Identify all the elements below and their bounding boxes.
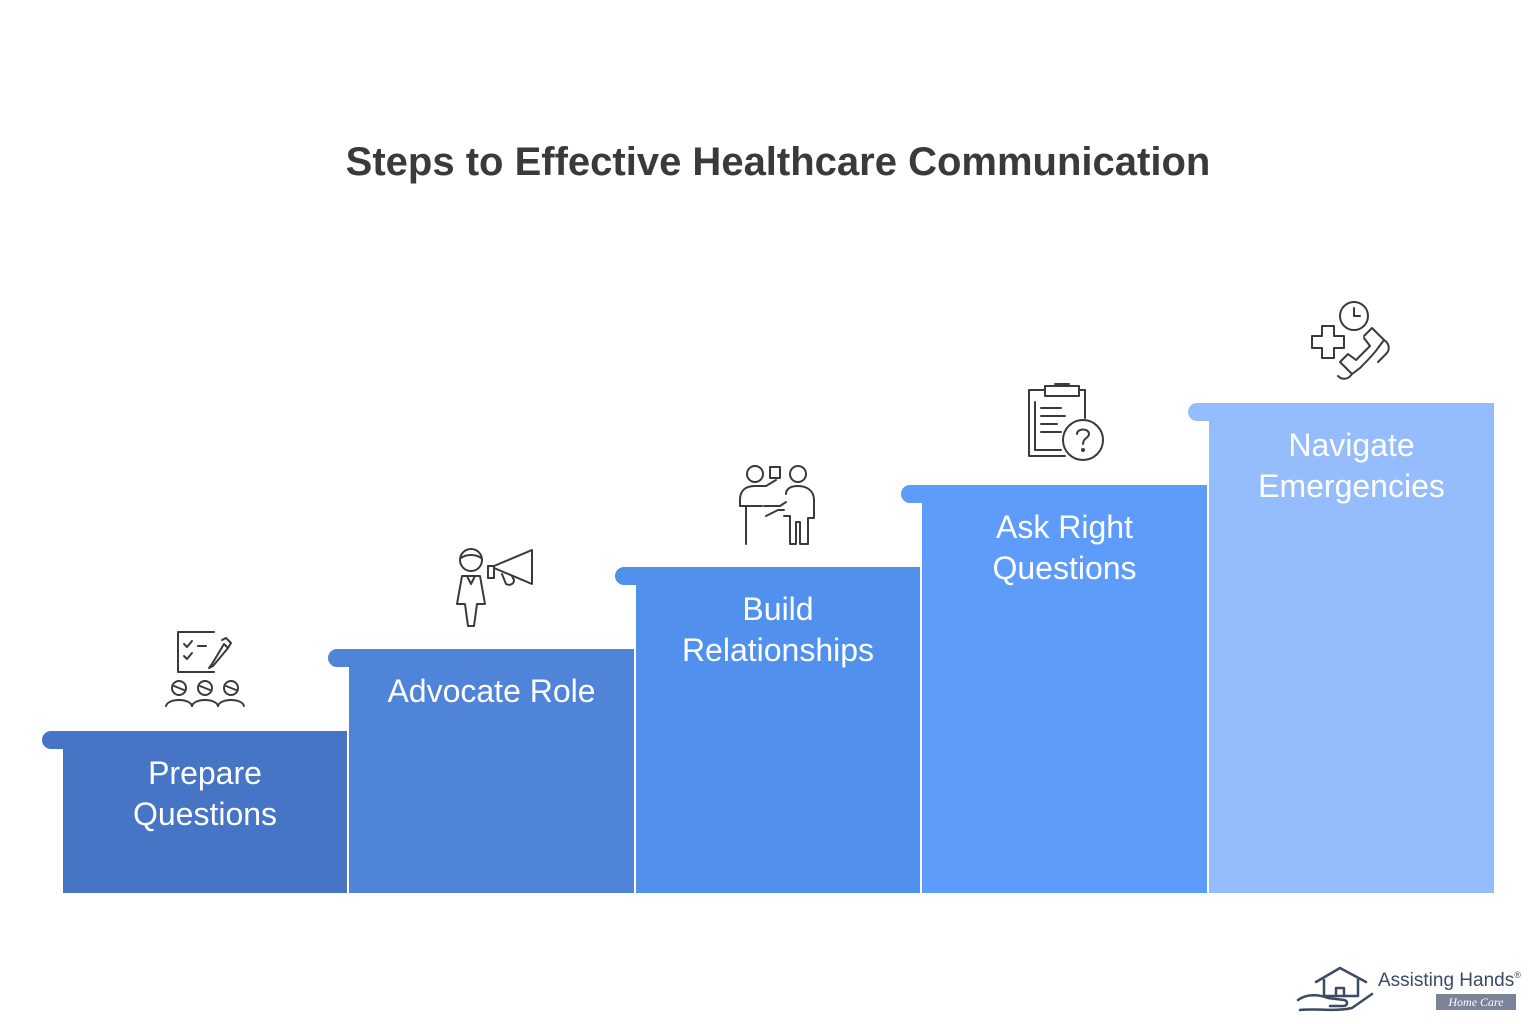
step-block xyxy=(636,567,920,893)
checklist-group-icon xyxy=(162,626,248,712)
brand-logo: Assisting Hands® Home Care xyxy=(1296,964,1526,1016)
step-label: Ask Right Questions xyxy=(922,507,1207,589)
step-block xyxy=(63,731,347,893)
step-build-relationships: Build Relationships xyxy=(615,567,920,893)
step-prepare-questions: Prepare Questions xyxy=(42,731,347,893)
page-title: Steps to Effective Healthcare Communicat… xyxy=(345,140,1211,184)
step-block xyxy=(349,649,634,893)
step-navigate-emergencies: Navigate Emergencies xyxy=(1188,403,1494,893)
logo-subtitle: Home Care xyxy=(1436,994,1516,1010)
step-label-line2: Questions xyxy=(132,796,278,832)
step-label-line2: Questions xyxy=(992,550,1137,586)
step-tab xyxy=(328,649,349,667)
step-block xyxy=(1209,403,1494,893)
step-block xyxy=(922,485,1207,893)
step-label-line1: Ask Right xyxy=(996,509,1133,545)
step-label-line2: Relationships xyxy=(681,632,875,668)
logo-brand-name: Assisting Hands xyxy=(1378,970,1515,991)
house-hand-logo-icon xyxy=(1296,966,1374,1012)
step-label-line1: Navigate xyxy=(1288,427,1415,463)
step-label: Prepare Questions xyxy=(63,753,347,835)
step-label-line1: Build xyxy=(742,591,814,627)
step-ask-right-questions: Ask Right Questions xyxy=(901,485,1207,893)
advocate-megaphone-icon xyxy=(448,544,536,630)
step-label-line1: Prepare xyxy=(148,755,262,791)
logo-brand-text: Assisting Hands® xyxy=(1378,970,1521,992)
step-tab xyxy=(901,485,922,503)
logo-registered-mark: ® xyxy=(1514,970,1521,980)
step-label: Advocate Role xyxy=(349,671,634,712)
clipboard-question-icon xyxy=(1021,380,1109,466)
step-label: Build Relationships xyxy=(636,589,920,671)
step-label-line1: Advocate Role xyxy=(387,673,596,709)
people-conversation-icon xyxy=(736,462,822,548)
step-tab xyxy=(615,567,636,585)
step-advocate-role: Advocate Role xyxy=(328,649,634,893)
step-label: Navigate Emergencies xyxy=(1209,425,1494,507)
step-label-line2: Emergencies xyxy=(1258,468,1445,504)
step-tab xyxy=(42,731,63,749)
medical-phone-clock-icon xyxy=(1308,298,1394,384)
step-tab xyxy=(1188,403,1209,421)
